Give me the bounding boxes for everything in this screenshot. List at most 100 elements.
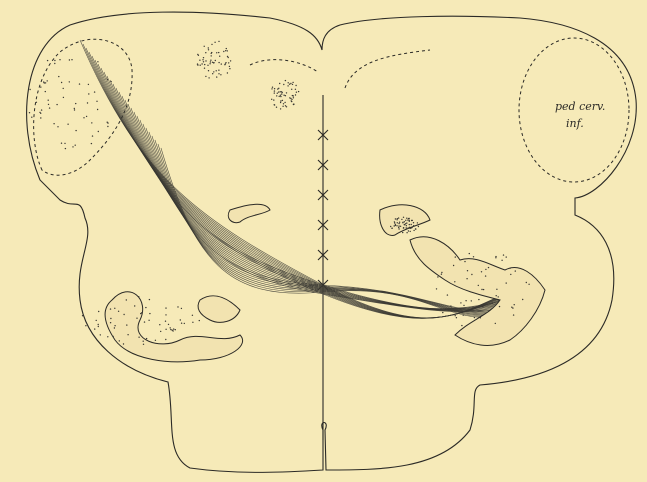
stipple-dot (283, 84, 284, 85)
stipple-dot (278, 91, 279, 92)
stipple-dot (92, 135, 93, 136)
stipple-dot (285, 105, 286, 106)
stipple-dot (40, 117, 41, 118)
stipple-dot (481, 271, 482, 272)
stipple-dot (447, 294, 448, 295)
stipple-dot (441, 272, 442, 273)
stipple-dot (411, 224, 412, 225)
stipple-dot (403, 227, 404, 228)
stipple-dot (88, 84, 89, 85)
stipple-dot (280, 96, 281, 97)
stipple-dot (285, 95, 286, 96)
stipple-dot (395, 225, 396, 226)
stipple-dot (282, 100, 283, 101)
stipple-dot (203, 61, 204, 62)
stipple-dot (229, 68, 230, 69)
stipple-dot (67, 124, 68, 125)
stipple-dot (478, 285, 479, 286)
stipple-dot (165, 307, 166, 308)
stipple-dot (65, 148, 66, 149)
stipple-dot (485, 275, 486, 276)
stipple-dot (409, 224, 410, 225)
stipple-dot (456, 317, 457, 318)
stipple-dot (31, 117, 32, 118)
stipple-dot (463, 315, 464, 316)
stipple-dot (225, 50, 226, 51)
stipple-dot (200, 65, 201, 66)
stipple-dot (280, 100, 281, 101)
stipple-dot (296, 92, 297, 93)
stipple-dot (229, 66, 230, 67)
stipple-dot (501, 260, 502, 261)
stipple-dot (192, 315, 193, 316)
stipple-dot (29, 112, 30, 113)
stipple-dot (418, 226, 419, 227)
stipple-dot (280, 95, 281, 96)
stipple-dot (404, 221, 405, 222)
stipple-dot (181, 308, 182, 309)
stipple-dot (471, 274, 472, 275)
stipple-dot (528, 284, 529, 285)
stipple-dot (498, 300, 499, 301)
nucleus-region (380, 205, 430, 236)
stipple-dot (503, 254, 504, 255)
stipple-dot (289, 84, 290, 85)
stipple-dot (211, 55, 212, 56)
stipple-dot (219, 56, 220, 57)
stipple-dot (227, 56, 228, 57)
stipple-dot (411, 227, 412, 228)
upper-dashed-arc (250, 60, 318, 72)
stipple-dot (403, 217, 404, 218)
stipple-dot (170, 327, 171, 328)
stipple-dot (290, 83, 291, 84)
nucleus-region (228, 204, 270, 222)
stipple-dot (118, 311, 119, 312)
stipple-dot (291, 89, 292, 90)
stipple-dot (394, 222, 395, 223)
stipple-dot (280, 91, 281, 92)
stipple-dot (69, 81, 70, 82)
stipple-dot (293, 104, 294, 105)
stipple-dot (273, 99, 274, 100)
stipple-dot (399, 222, 400, 223)
stipple-dot (417, 222, 418, 223)
stipple-dot (107, 122, 108, 123)
stipple-dot (82, 315, 83, 316)
stipple-dot (482, 306, 483, 307)
stipple-dot (170, 329, 171, 330)
stipple-dot (483, 289, 484, 290)
stipple-dot (126, 324, 127, 325)
stipple-dot (87, 102, 88, 103)
stipple-dot (94, 328, 95, 329)
stipple-dot (400, 226, 401, 227)
stipple-dot (511, 307, 512, 308)
stipple-dot (413, 230, 414, 231)
stipple-dot (173, 328, 174, 329)
stipple-dot (286, 106, 287, 107)
stipple-dot (113, 336, 114, 337)
stipple-dot (53, 123, 54, 124)
stipple-dot (149, 313, 150, 314)
stipple-dot (208, 47, 209, 48)
stipple-dot (149, 299, 150, 300)
stipple-dot (526, 282, 527, 283)
stipple-dot (282, 106, 283, 107)
stipple-dot (110, 322, 111, 323)
stipple-dot (127, 334, 128, 335)
stipple-dot (63, 88, 64, 89)
stipple-dot (510, 267, 511, 268)
stipple-dot (114, 308, 115, 309)
stipple-dot (207, 65, 208, 66)
stipple-dot (271, 88, 272, 89)
stipple-dot (283, 103, 284, 104)
stipple-dot (126, 299, 127, 300)
stipple-dot (159, 324, 160, 325)
stipple-dot (223, 51, 224, 52)
stipple-dot (165, 314, 166, 315)
stipple-dot (40, 113, 41, 114)
stipple-dot (512, 307, 513, 308)
stipple-dot (216, 52, 217, 53)
stipple-dot (221, 63, 222, 64)
stipple-dot (218, 70, 219, 71)
stipple-dot (54, 60, 55, 61)
